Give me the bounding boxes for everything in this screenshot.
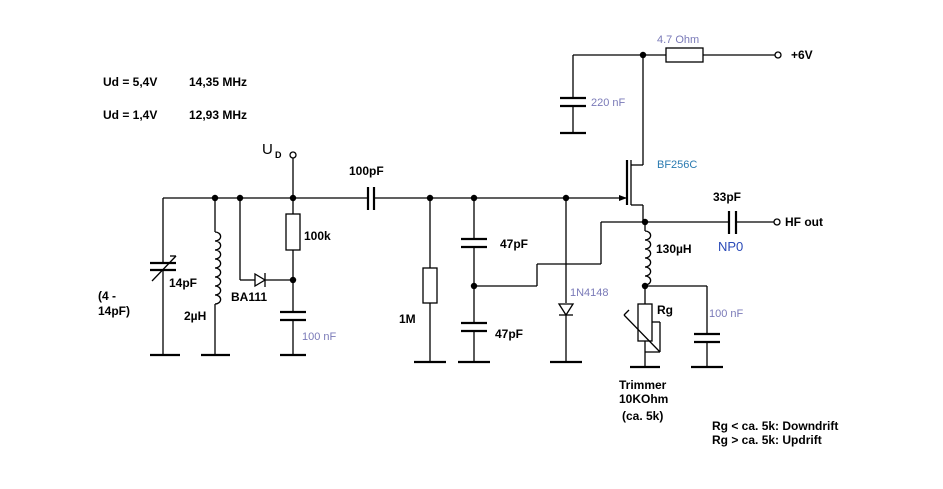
note-rg-high: Rg > ca. 5k: Updrift xyxy=(712,433,822,447)
supply-terminal[interactable] xyxy=(774,51,782,59)
label-gate-resistor: 1M xyxy=(399,312,416,326)
label-var-cap-range-1: (4 - xyxy=(98,289,116,303)
note-ud-low-freq: 12,93 MHz xyxy=(189,108,247,122)
coupling-capacitor xyxy=(366,187,376,210)
note-rg-low: Rg < ca. 5k: Downdrift xyxy=(712,419,838,433)
divider-capacitor-top xyxy=(461,237,487,249)
label-varactor: BA111 xyxy=(231,290,267,304)
tank-inductor xyxy=(214,198,222,355)
note-ud-high-freq: 14,35 MHz xyxy=(189,75,247,89)
source-cap-wiring xyxy=(645,285,708,367)
label-var-cap-range-2: 14pF) xyxy=(98,304,130,318)
label-clamp-diode: 1N4148 xyxy=(570,287,609,299)
note-ud-high-voltage: Ud = 5,4V xyxy=(103,75,157,89)
note-ud-low-voltage: Ud = 1,4V xyxy=(103,108,157,122)
label-bias-resistor: 100k xyxy=(304,229,331,243)
variable-capacitor xyxy=(150,198,177,355)
label-hf-out: HF out xyxy=(785,215,823,229)
label-fet: BF256C xyxy=(657,159,697,171)
junction-divider-top xyxy=(470,194,478,202)
label-trimmer-2: 10KOhm xyxy=(619,392,668,406)
gate-resistor xyxy=(422,267,438,304)
source-capacitor xyxy=(694,332,720,344)
label-trimmer-1: Trimmer xyxy=(619,378,667,392)
label-ud: U xyxy=(262,141,273,158)
divider-wiring xyxy=(473,198,643,362)
bias-capacitor xyxy=(280,310,306,322)
label-rg: Rg xyxy=(657,303,673,317)
label-supply-resistor: 4.7 Ohm xyxy=(657,34,699,46)
supply-wiring xyxy=(572,54,775,166)
bias-resistor xyxy=(285,213,301,251)
clamp-diode xyxy=(557,303,575,317)
label-source-inductor: 130µH xyxy=(656,242,692,256)
output-capacitor xyxy=(727,211,738,234)
label-np0: NP0 xyxy=(718,239,743,254)
junction-divider-mid xyxy=(470,282,478,290)
label-tank-inductor: 2µH xyxy=(184,309,206,323)
junction-bias-top xyxy=(289,194,297,202)
label-ud-sub: D xyxy=(275,150,282,160)
divider-capacitor-bottom xyxy=(461,321,487,333)
varactor-wiring xyxy=(239,198,293,281)
supply-capacitor xyxy=(560,96,586,108)
label-divider-cap-bottom: 47pF xyxy=(495,327,523,341)
label-trimmer-3: (ca. 5k) xyxy=(622,409,663,423)
trimmer-wiring xyxy=(623,309,661,367)
label-supply-cap: 220 nF xyxy=(591,97,626,109)
junction-varactor xyxy=(236,194,244,202)
label-divider-cap-top: 47pF xyxy=(500,237,528,251)
junction-gate-resistor xyxy=(426,194,434,202)
ud-terminal[interactable] xyxy=(289,151,297,159)
fet-transistor xyxy=(625,160,644,222)
label-var-cap: 14pF xyxy=(169,276,197,290)
source-inductor xyxy=(644,222,652,304)
label-output-cap: 33pF xyxy=(713,190,741,204)
hf-out-terminal[interactable] xyxy=(773,218,781,226)
junction-supply xyxy=(639,51,647,59)
supply-resistor xyxy=(665,47,704,63)
junction-bias-bottom xyxy=(289,276,297,284)
trimmer-resistor xyxy=(637,303,653,342)
varactor-diode xyxy=(254,272,267,288)
junction-clamp-diode xyxy=(562,194,570,202)
label-supply: +6V xyxy=(791,48,813,62)
label-source-cap: 100 nF xyxy=(709,308,744,320)
label-coupling-cap: 100pF xyxy=(349,164,384,178)
junction-tank xyxy=(211,194,219,202)
label-bias-cap: 100 nF xyxy=(302,331,337,343)
